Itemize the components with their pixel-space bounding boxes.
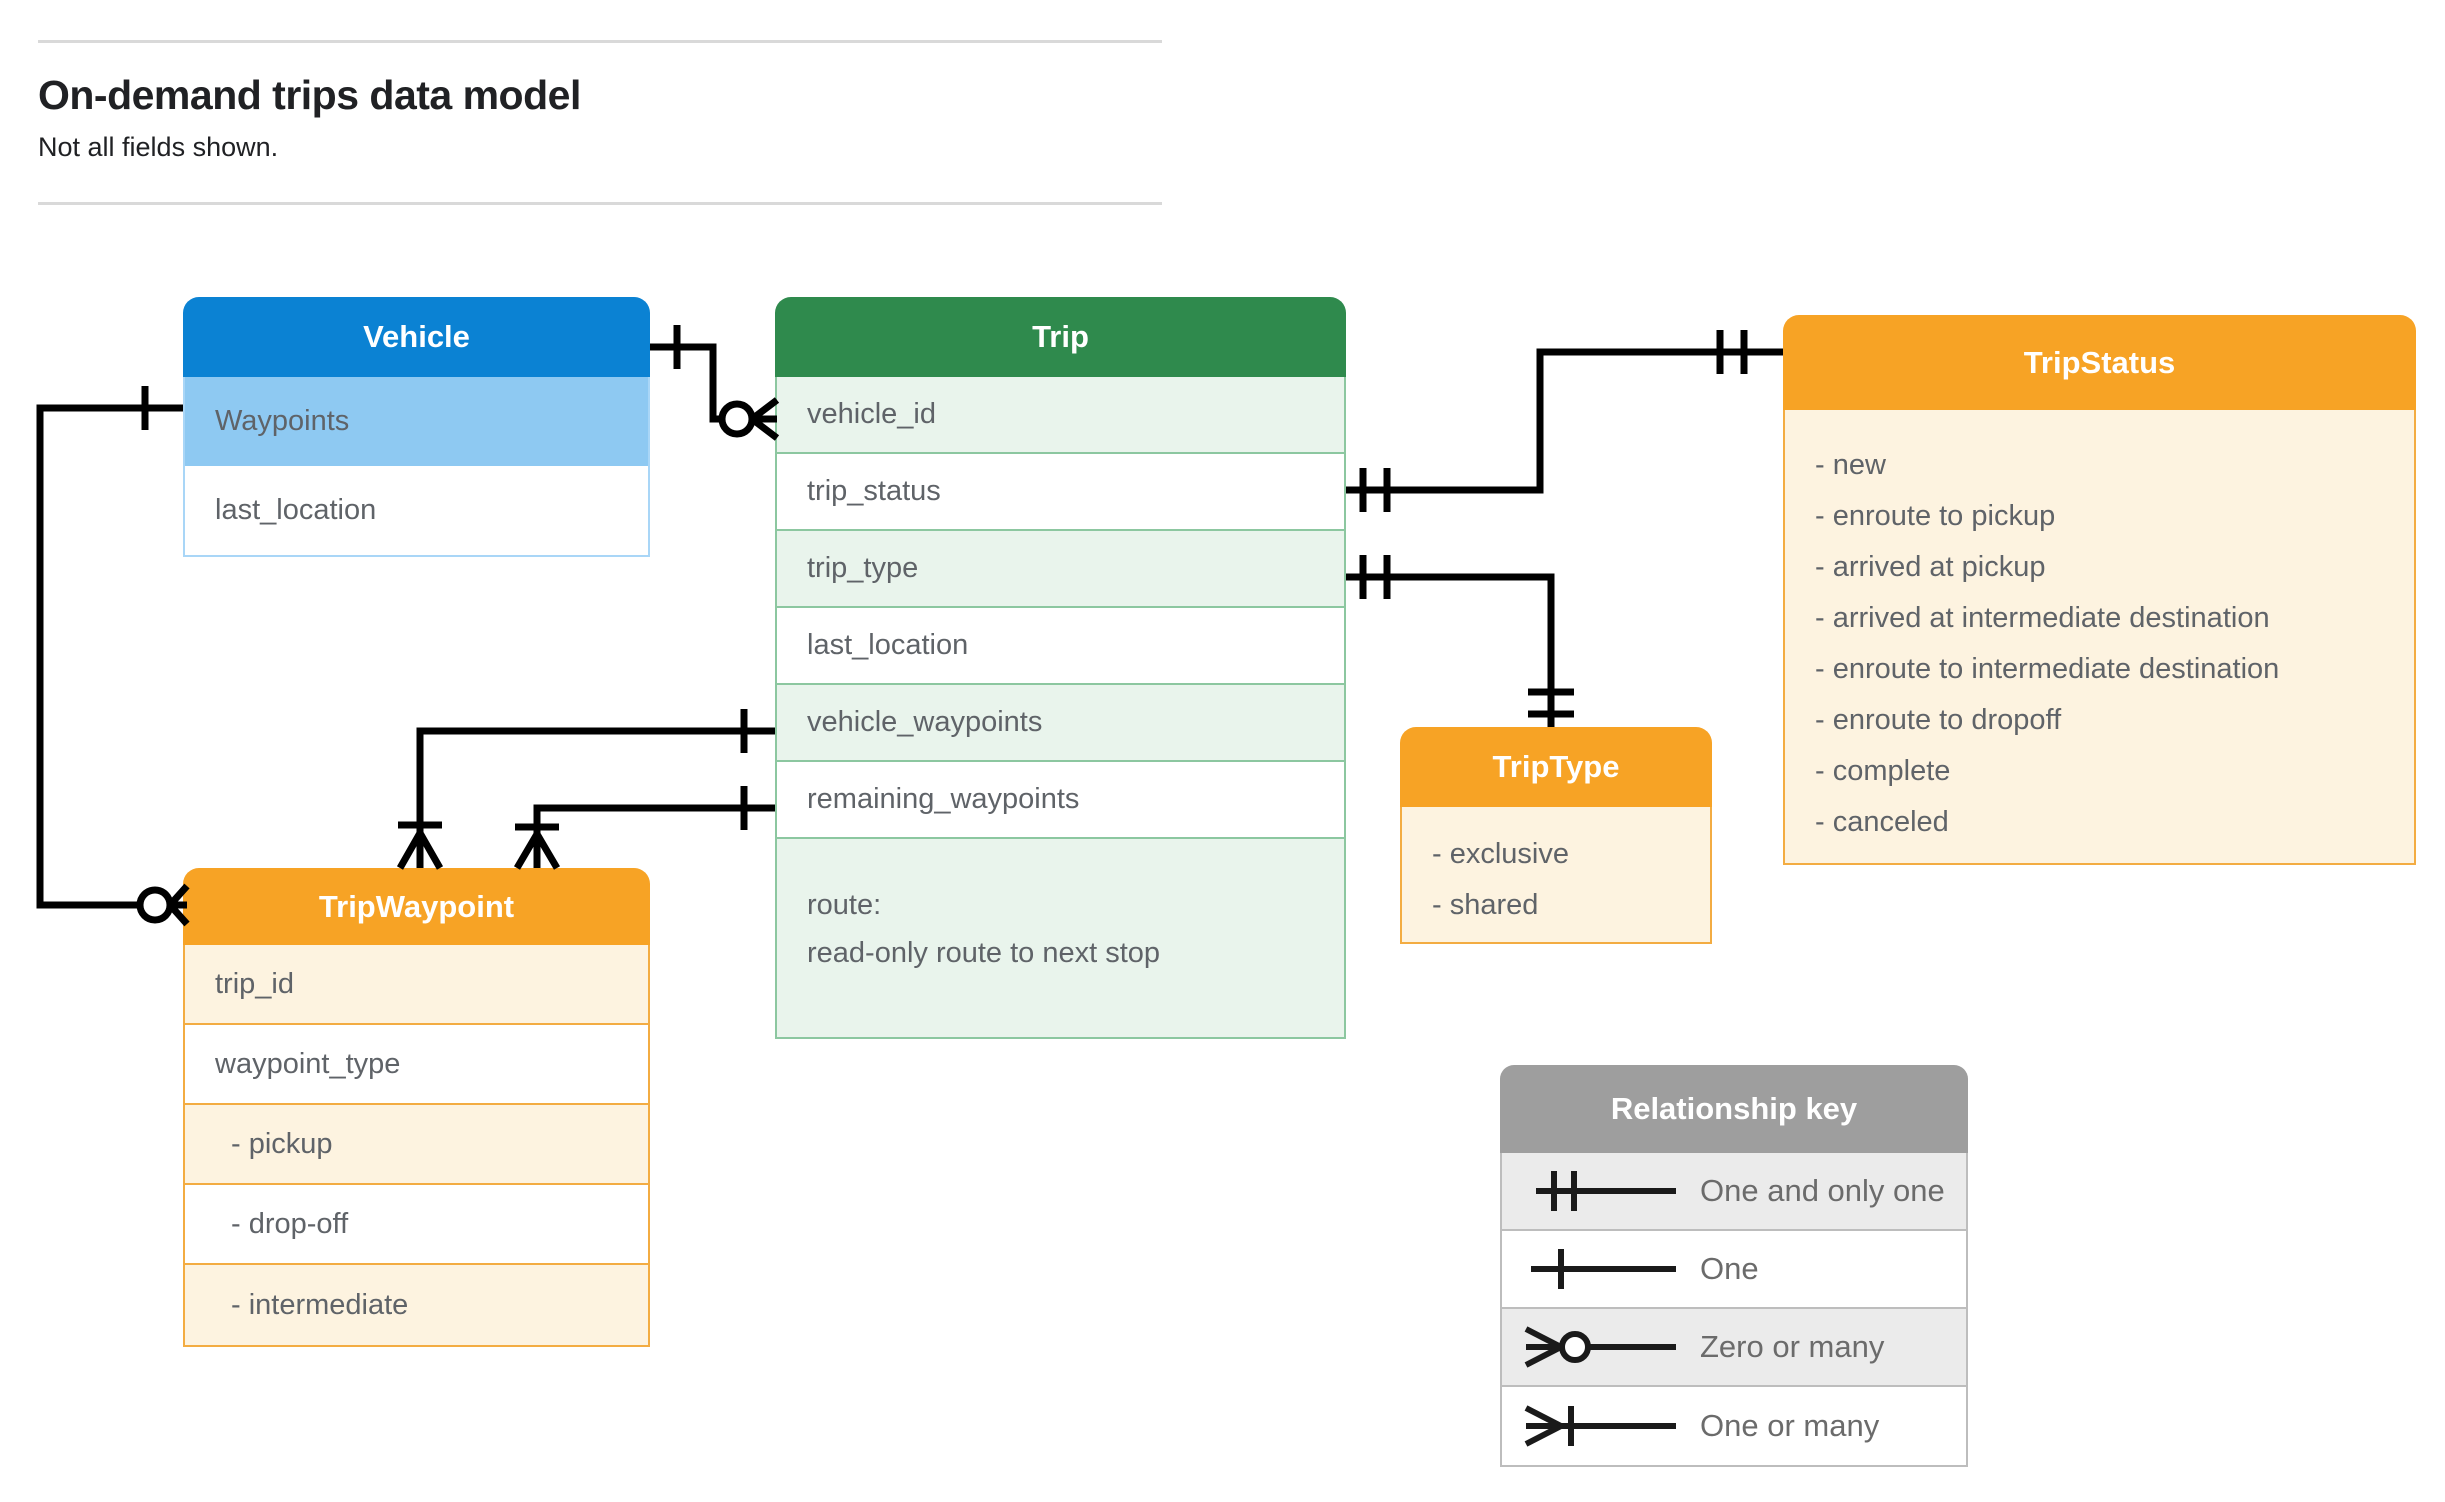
field-row: trip_id [185, 945, 648, 1025]
legend-row: One or many [1502, 1387, 1966, 1465]
enum-value: - arrived at intermediate destination [1815, 602, 2270, 634]
field-row: - intermediate [185, 1265, 648, 1345]
legend-label: One and only one [1700, 1173, 1945, 1208]
legend-label: One [1700, 1251, 1759, 1286]
enum-value: - exclusive [1432, 838, 1569, 870]
entity-trip-type: TripType - exclusive - shared [1400, 727, 1712, 944]
enum-value: - enroute to pickup [1815, 500, 2056, 532]
crow-foot [513, 832, 561, 870]
field-row: vehicle_id [777, 377, 1344, 454]
one-and-only-one-ticks [1359, 555, 1391, 599]
legend-row: Zero or many [1502, 1309, 1966, 1387]
connector-trip-triptype [1346, 573, 1555, 727]
connector-trip-tripwaypoint-1 [416, 727, 775, 868]
route-description: read-only route to next stop [807, 937, 1161, 969]
field-row: last_location [185, 466, 648, 555]
entity-trip-waypoint-title: TripWaypoint [183, 868, 650, 945]
field-row: trip_type [777, 531, 1344, 608]
field-row: trip_status [777, 454, 1344, 531]
entity-trip-title: Trip [775, 297, 1346, 377]
field-row: Waypoints [185, 377, 648, 466]
entity-trip-body: vehicle_id trip_status trip_type last_lo… [775, 377, 1346, 1039]
field-row: vehicle_waypoints [777, 685, 1344, 762]
field-row: - pickup [185, 1105, 648, 1185]
zero-circle [136, 886, 174, 924]
crow-foot [749, 397, 780, 441]
legend-row: One and only one [1502, 1153, 1966, 1231]
page-title: On-demand trips data model [38, 72, 581, 118]
top-divider [38, 40, 1162, 43]
enum-value: - shared [1432, 889, 1539, 921]
one-and-only-one-ticks [1359, 468, 1391, 512]
entity-vehicle: Vehicle Waypoints last_location [183, 297, 650, 557]
entity-trip-waypoint-body: trip_id waypoint_type - pickup - drop-of… [183, 945, 650, 1347]
enum-value: - enroute to dropoff [1815, 704, 2062, 736]
relationship-key: Relationship key One and only one One [1500, 1065, 1968, 1467]
enum-value: - arrived at pickup [1815, 551, 2046, 583]
bottom-divider [38, 202, 1162, 205]
connector-trip-tripstatus [1346, 348, 1783, 494]
legend-row: One [1502, 1231, 1966, 1309]
page-subtitle: Not all fields shown. [38, 132, 279, 162]
one-and-only-one-icon [1536, 1171, 1676, 1211]
connector-vehicle-tripwaypoint [36, 404, 183, 909]
enum-value: - enroute to intermediate destination [1815, 653, 2280, 685]
zero-circle [718, 400, 756, 438]
connector-vehicle-trip [650, 343, 722, 423]
crow-foot [396, 831, 444, 870]
one-and-only-one-ticks [1528, 688, 1574, 718]
field-row: waypoint_type [185, 1025, 648, 1105]
entity-trip: Trip vehicle_id trip_status trip_type la… [775, 297, 1346, 1039]
zero-or-many-icon [1524, 1326, 1676, 1368]
relationship-key-title: Relationship key [1500, 1065, 1968, 1153]
one-icon [1531, 1249, 1676, 1289]
field-row-route: route: read-only route to next stop [777, 839, 1344, 1037]
route-label: route: [807, 889, 882, 921]
entity-trip-status-body: - new - enroute to pickup - arrived at p… [1783, 410, 2416, 865]
field-row: - drop-off [185, 1185, 648, 1265]
field-row: last_location [777, 608, 1344, 685]
entity-trip-type-title: TripType [1400, 727, 1712, 807]
relationship-key-body: One and only one One Zer [1500, 1153, 1968, 1467]
enum-value: - new [1815, 449, 1886, 481]
entity-trip-type-body: - exclusive - shared [1400, 807, 1712, 944]
entity-trip-waypoint: TripWaypoint trip_id waypoint_type - pic… [183, 868, 650, 1347]
legend-label: One or many [1700, 1408, 1880, 1443]
one-or-many-icon [1524, 1405, 1676, 1447]
entity-vehicle-body: Waypoints last_location [183, 377, 650, 557]
connector-trip-tripwaypoint-2 [533, 804, 775, 868]
one-and-only-one-ticks [1716, 330, 1748, 374]
legend-label: Zero or many [1700, 1329, 1885, 1364]
entity-trip-status: TripStatus - new - enroute to pickup - a… [1783, 315, 2416, 865]
enum-value: - canceled [1815, 806, 1949, 838]
entity-vehicle-title: Vehicle [183, 297, 650, 377]
enum-value: - complete [1815, 755, 1951, 787]
entity-trip-status-title: TripStatus [1783, 315, 2416, 410]
field-row: remaining_waypoints [777, 762, 1344, 839]
